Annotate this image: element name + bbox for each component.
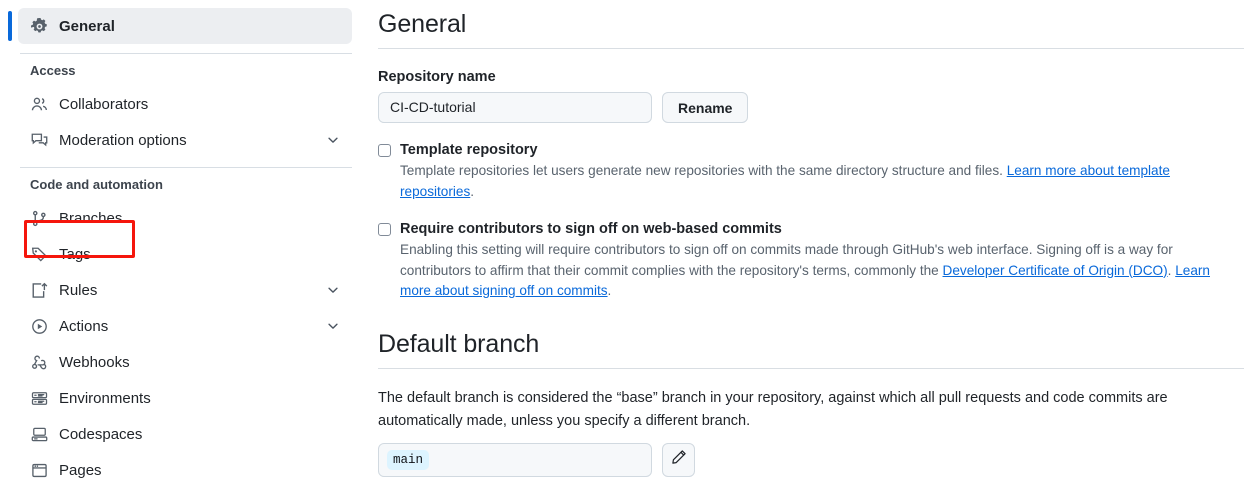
sidebar-item-collaborators[interactable]: Collaborators — [18, 86, 352, 122]
tag-icon — [30, 245, 48, 263]
page-title: General — [378, 10, 467, 38]
signoff-checkbox[interactable] — [378, 223, 391, 236]
signoff-description-part1: Enabling this setting will require contr… — [400, 242, 1173, 278]
sidebar-item-tags[interactable]: Tags — [18, 236, 352, 272]
default-branch-row: main — [378, 442, 1244, 477]
chevron-down-icon[interactable] — [326, 319, 340, 333]
sidebar-item-label: Moderation options — [59, 131, 187, 149]
default-branch-input[interactable]: main — [378, 442, 652, 477]
template-repositories-learn-more-link[interactable]: Learn more about template repositories — [400, 163, 1170, 199]
repository-name-label: Repository name — [378, 69, 496, 85]
sidebar-item-label: Rules — [59, 281, 98, 299]
template-repository-description-text: Template repositories let users generate… — [400, 163, 1007, 178]
template-repository-checkbox[interactable] — [378, 144, 391, 157]
template-repository-row: Template repository — [378, 141, 1244, 160]
sidebar-item-pages[interactable]: Pages — [18, 452, 352, 488]
repository-name-input[interactable]: CI-CD-tutorial — [378, 92, 652, 123]
sidebar-divider — [20, 53, 352, 54]
section-divider — [378, 48, 1244, 49]
sidebar-item-codespaces[interactable]: Codespaces — [18, 416, 352, 452]
pencil-icon — [671, 449, 687, 470]
webhook-icon — [30, 353, 48, 371]
rename-button[interactable]: Rename — [662, 92, 749, 123]
sidebar-item-actions[interactable]: Actions — [18, 308, 352, 344]
sidebar-item-label: Collaborators — [59, 95, 149, 113]
sidebar-item-label: Codespaces — [59, 425, 143, 443]
sidebar-item-label: Branches — [59, 209, 123, 227]
play-circle-icon — [30, 317, 48, 335]
sidebar-item-moderation-options[interactable]: Moderation options — [18, 122, 352, 158]
sidebar-item-label: Tags — [59, 245, 91, 263]
signoff-setting: Require contributors to sign off on web-… — [378, 220, 1244, 302]
default-branch-description: The default branch is considered the “ba… — [378, 389, 1168, 429]
default-branch-chip: main — [387, 449, 430, 470]
chevron-down-icon[interactable] — [326, 283, 340, 297]
sidebar-item-label: Environments — [59, 389, 151, 407]
edit-default-branch-button[interactable] — [662, 442, 695, 477]
settings-main: General Repository name CI-CD-tutorial R… — [370, 0, 1244, 498]
signoff-label: Require contributors to sign off on web-… — [400, 221, 782, 237]
codespaces-icon — [30, 425, 48, 443]
sidebar-group-label-code-and-automation: Code and automation — [30, 177, 163, 192]
signoff-row: Require contributors to sign off on web-… — [378, 220, 1244, 239]
rules-icon — [30, 281, 48, 299]
template-repository-label: Template repository — [400, 142, 538, 158]
settings-sidebar: General Access Collaborators — [0, 0, 370, 498]
chevron-down-icon[interactable] — [326, 133, 340, 147]
section-divider — [378, 367, 1244, 369]
signoff-description-part3: . — [607, 283, 612, 298]
sidebar-item-label: Webhooks — [59, 353, 130, 371]
template-repository-description: Template repositories let users generate… — [400, 161, 1242, 202]
template-repository-description-tail: . — [470, 183, 475, 199]
server-icon — [30, 389, 48, 407]
git-branch-icon — [30, 209, 48, 227]
gear-icon — [30, 17, 48, 35]
sidebar-group-label-access: Access — [30, 63, 76, 78]
sidebar-item-general[interactable]: General — [8, 8, 352, 44]
sidebar-item-label: General — [59, 17, 115, 35]
signoff-description: Enabling this setting will require contr… — [400, 240, 1242, 302]
sidebar-item-environments[interactable]: Environments — [18, 380, 352, 416]
browser-icon — [30, 461, 48, 479]
signoff-description-part2: . — [1167, 262, 1176, 278]
comment-discussion-icon — [30, 131, 48, 149]
sidebar-item-label: Actions — [59, 317, 109, 335]
sidebar-divider — [20, 167, 352, 168]
dco-link[interactable]: Developer Certificate of Origin (DCO) — [942, 262, 1168, 278]
people-icon — [30, 95, 48, 113]
repository-name-row: CI-CD-tutorial Rename — [378, 92, 1244, 123]
template-repository-setting: Template repository Template repositorie… — [378, 141, 1244, 202]
sidebar-item-webhooks[interactable]: Webhooks — [18, 344, 352, 380]
signoff-learn-more-link[interactable]: Learn more about signing off on commits — [400, 262, 1210, 299]
sidebar-item-branches[interactable]: Branches — [18, 200, 352, 236]
sidebar-item-label: Pages — [59, 461, 102, 479]
sidebar-item-rules[interactable]: Rules — [18, 272, 352, 308]
default-branch-heading: Default branch — [378, 329, 540, 358]
